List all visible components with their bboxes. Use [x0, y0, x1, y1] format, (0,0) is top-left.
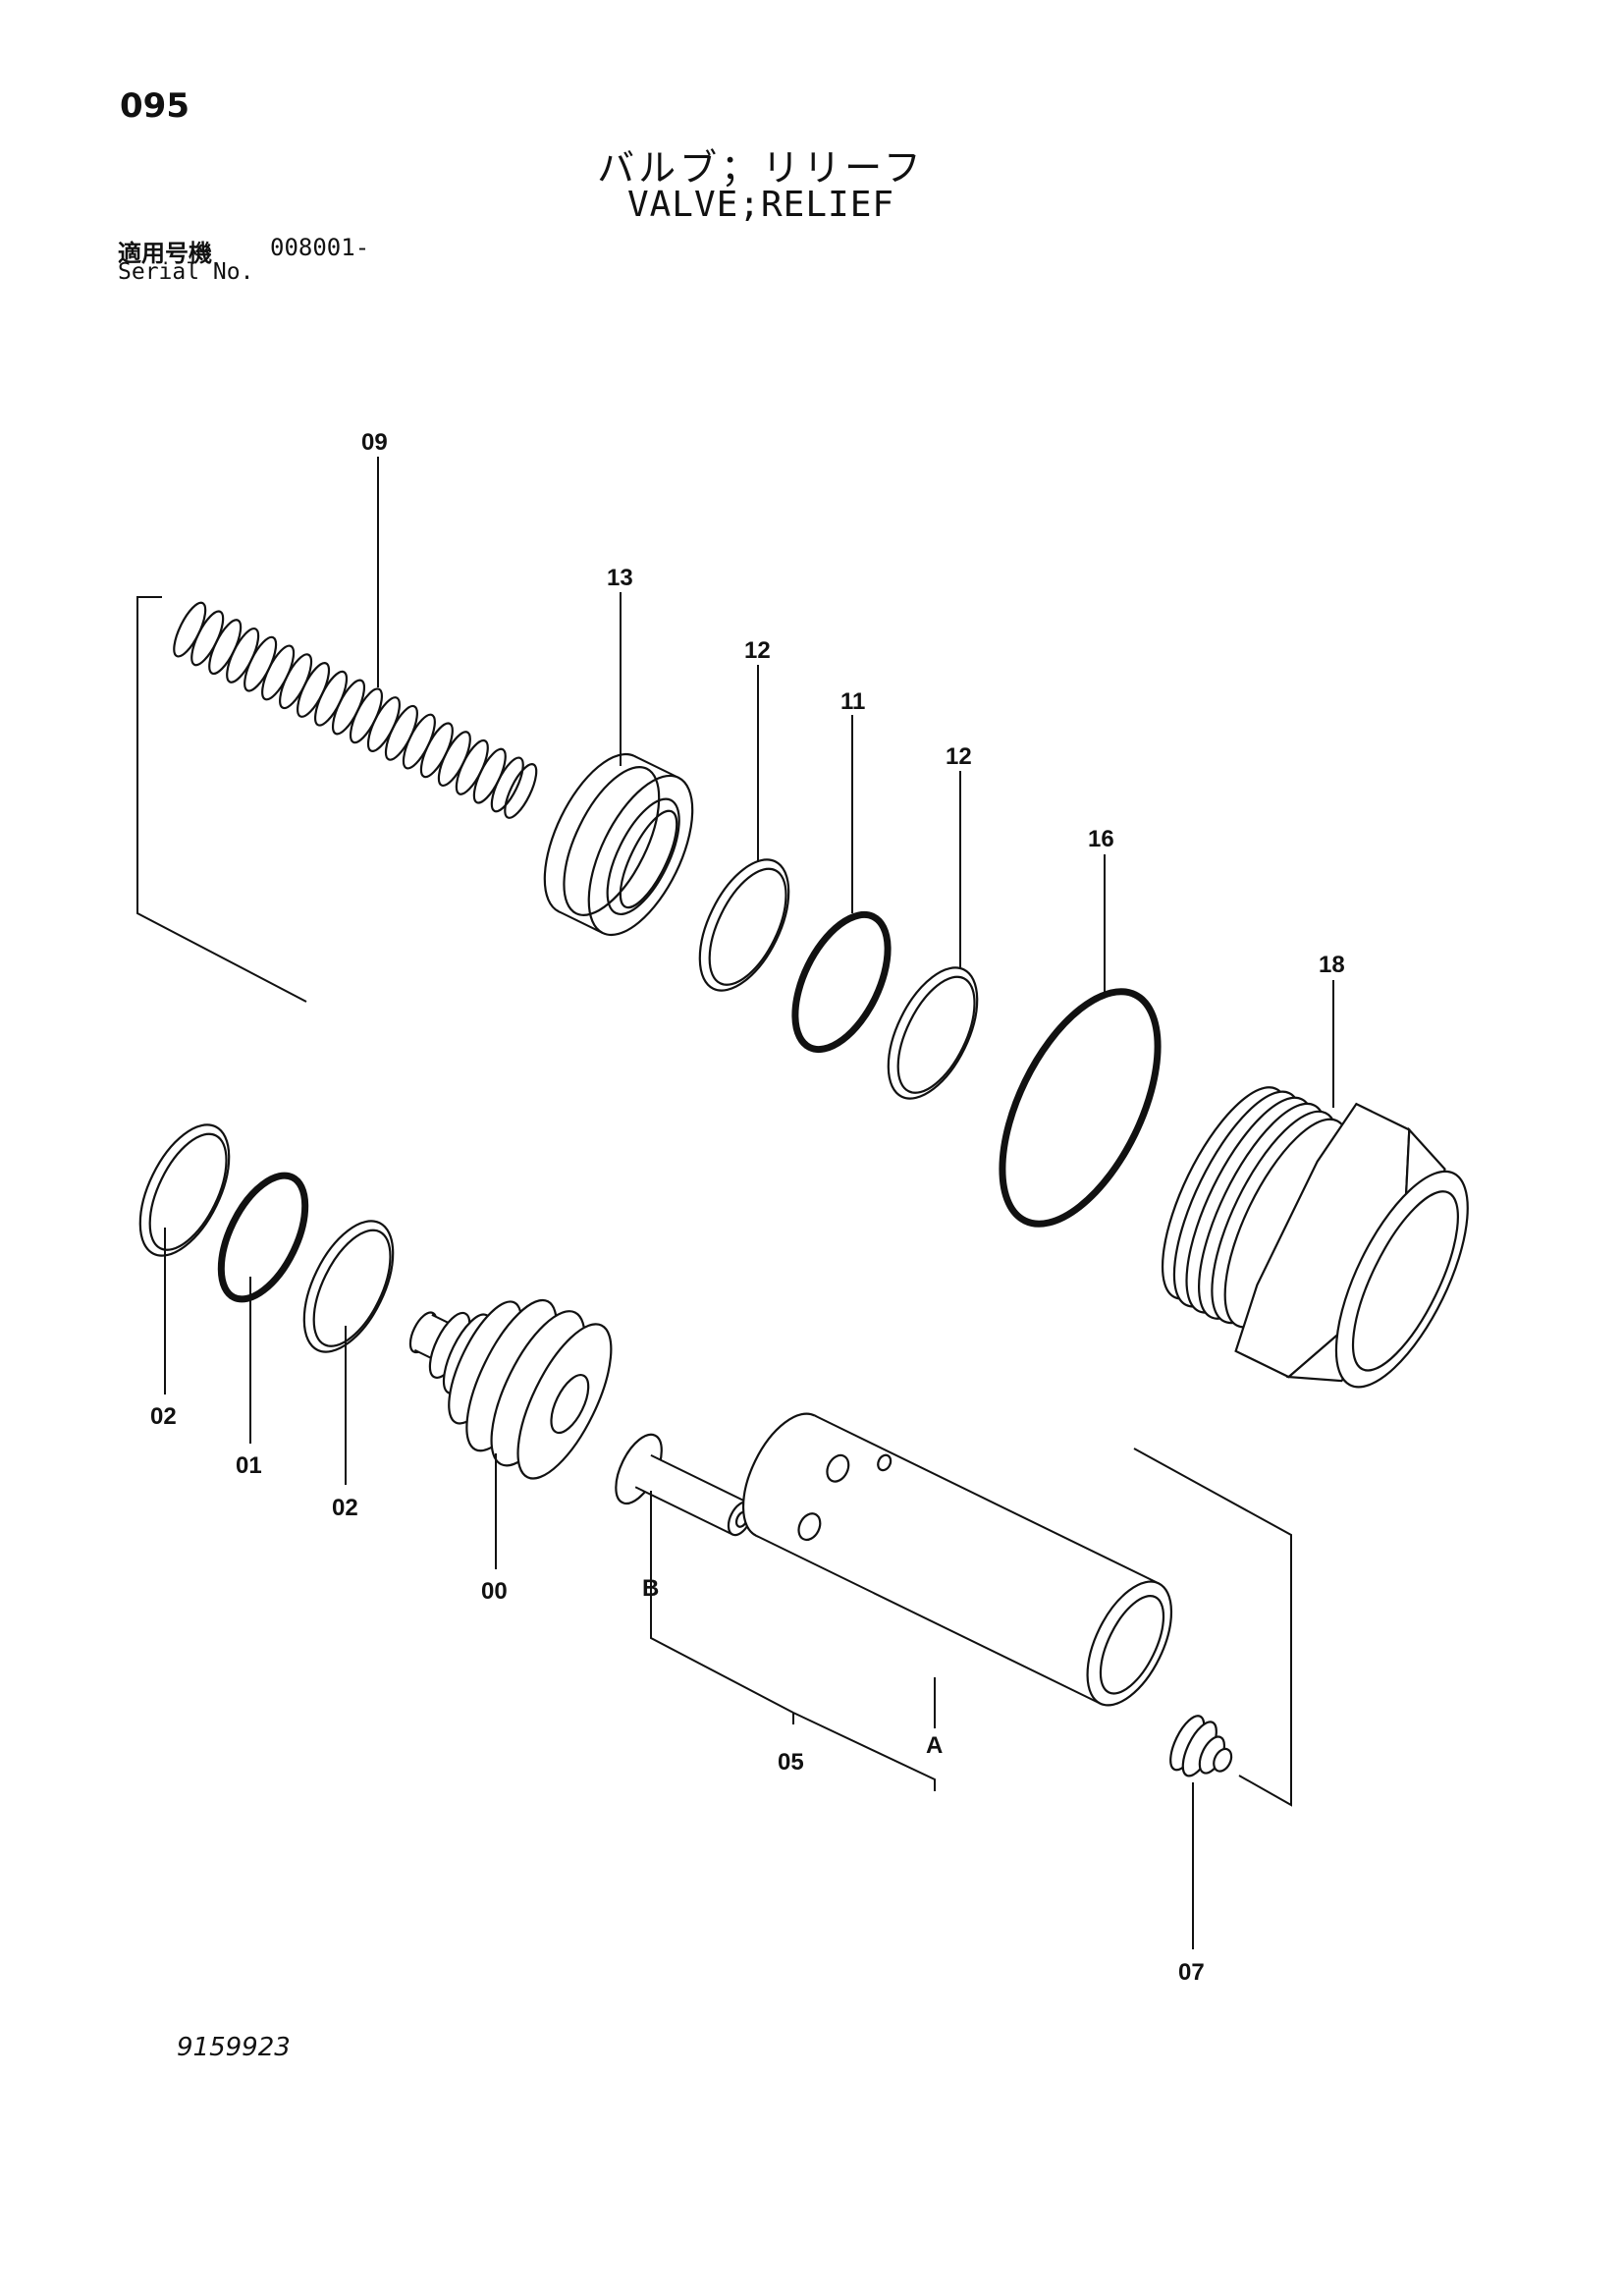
serial-value: 008001- — [270, 234, 370, 261]
callout-01: 01 — [236, 1452, 262, 1479]
title-english: VALVE;RELIEF — [626, 185, 895, 225]
callout-00: 00 — [481, 1578, 508, 1605]
piston-part — [615, 1433, 753, 1537]
o-ring-upper — [791, 910, 892, 1054]
backup-ring-upper-left — [698, 858, 790, 992]
callout-02-left: 02 — [150, 1403, 177, 1430]
callout-13: 13 — [607, 565, 633, 591]
page-number: 095 — [120, 86, 189, 126]
callout-16: 16 — [1088, 826, 1114, 852]
seat-part — [543, 752, 694, 937]
callout-02-right: 02 — [332, 1495, 358, 1521]
callout-12-upper-left: 12 — [744, 637, 771, 664]
serial-label-japanese: 適用号機 — [118, 240, 212, 267]
callout-07: 07 — [1178, 1959, 1205, 1986]
callout-09: 09 — [361, 429, 388, 456]
serial-label-english: Serial No. — [118, 259, 254, 285]
sleeve-part — [741, 1412, 1173, 1707]
o-ring-large — [999, 988, 1162, 1228]
callout-b: B — [642, 1575, 659, 1602]
callout-11: 11 — [840, 688, 865, 715]
backup-ring-lower-left — [138, 1123, 231, 1257]
o-ring-lower — [217, 1172, 309, 1303]
callout-a: A — [926, 1732, 943, 1759]
backup-ring-lower-right — [302, 1220, 395, 1353]
lower-group-bracket — [1133, 1448, 1292, 1807]
callout-05: 05 — [778, 1749, 804, 1776]
callout-18: 18 — [1319, 952, 1345, 978]
upper-group-bracket — [136, 596, 307, 1003]
callout-12-upper-right: 12 — [946, 743, 972, 770]
poppet-part — [408, 1298, 613, 1480]
small-plug-part — [1169, 1715, 1233, 1777]
document-number: 9159923 — [177, 2033, 291, 2062]
plug-part — [1161, 1086, 1469, 1389]
spring-part — [173, 601, 538, 819]
backup-ring-upper-right — [887, 966, 979, 1100]
title-japanese: バルブ；リリーフ — [597, 146, 925, 190]
leader-lines — [164, 457, 1334, 1949]
